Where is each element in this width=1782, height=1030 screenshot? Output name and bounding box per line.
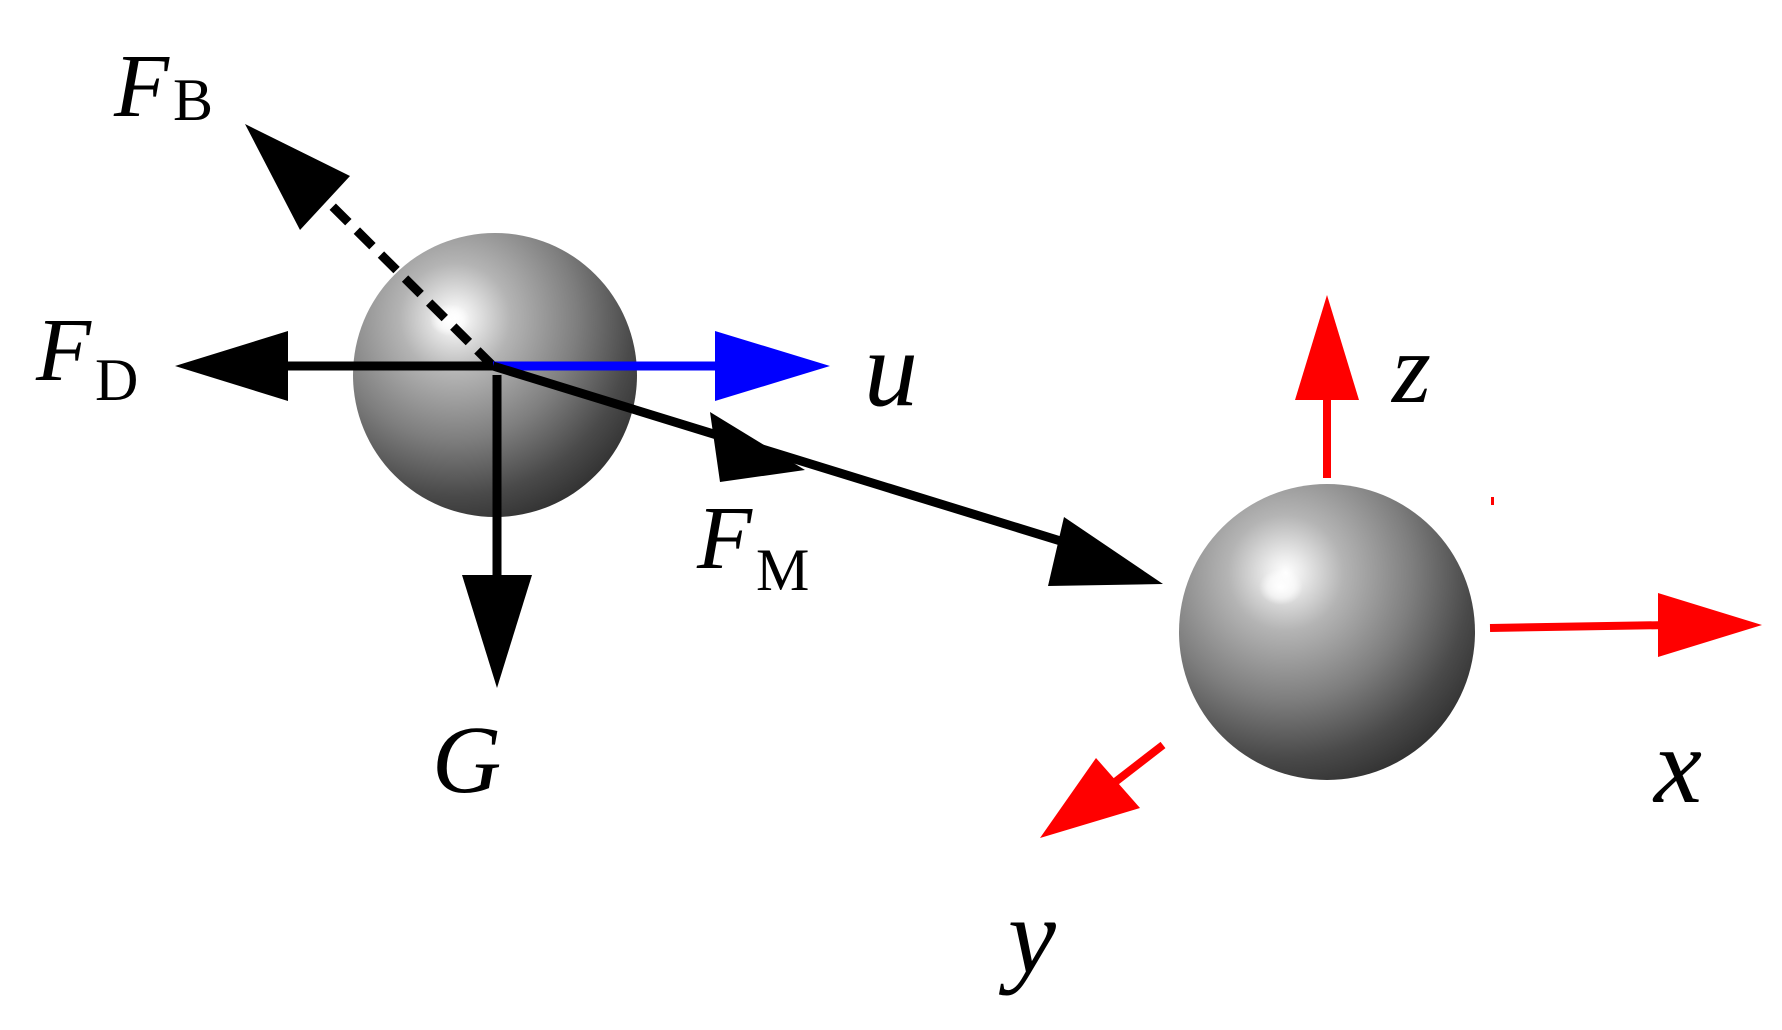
y-axis-shaft xyxy=(1107,741,1166,790)
fd-arrow-head xyxy=(175,331,288,401)
fm-arrow xyxy=(491,361,1163,586)
fm-arrow-shaft xyxy=(491,361,1082,552)
fd-arrow xyxy=(175,331,493,401)
x-label: x xyxy=(1652,707,1702,826)
z-label: z xyxy=(1390,313,1431,424)
fb-arrow-head xyxy=(245,124,350,230)
y-label: y xyxy=(998,877,1056,996)
fm-label: FM xyxy=(696,489,809,603)
g-arrow-head xyxy=(462,575,532,688)
right-sphere xyxy=(1179,484,1475,780)
g-label: G xyxy=(432,706,501,813)
fb-label: FB xyxy=(113,37,213,136)
z-axis xyxy=(1295,295,1359,478)
y-axis xyxy=(1040,741,1166,838)
axis-tick-mark xyxy=(1491,497,1494,505)
coordinate-axes xyxy=(1040,295,1762,838)
g-arrow xyxy=(462,375,532,688)
u-label: u xyxy=(864,310,918,429)
u-arrow-head xyxy=(715,331,830,401)
y-axis-head xyxy=(1040,758,1140,838)
fm-arrow-head xyxy=(1048,517,1163,586)
fm-arrow-mid-head xyxy=(710,412,805,482)
x-axis xyxy=(1489,593,1762,657)
x-axis-shaft xyxy=(1489,621,1671,632)
fb-arrow xyxy=(245,124,497,370)
x-axis-head xyxy=(1658,593,1762,657)
right-sphere-highlight xyxy=(1259,569,1303,605)
fd-label: FD xyxy=(35,301,138,413)
right-particle xyxy=(1179,484,1475,780)
u-arrow xyxy=(493,331,830,401)
z-axis-head xyxy=(1295,295,1359,400)
fb-arrow-shaft xyxy=(314,188,497,370)
